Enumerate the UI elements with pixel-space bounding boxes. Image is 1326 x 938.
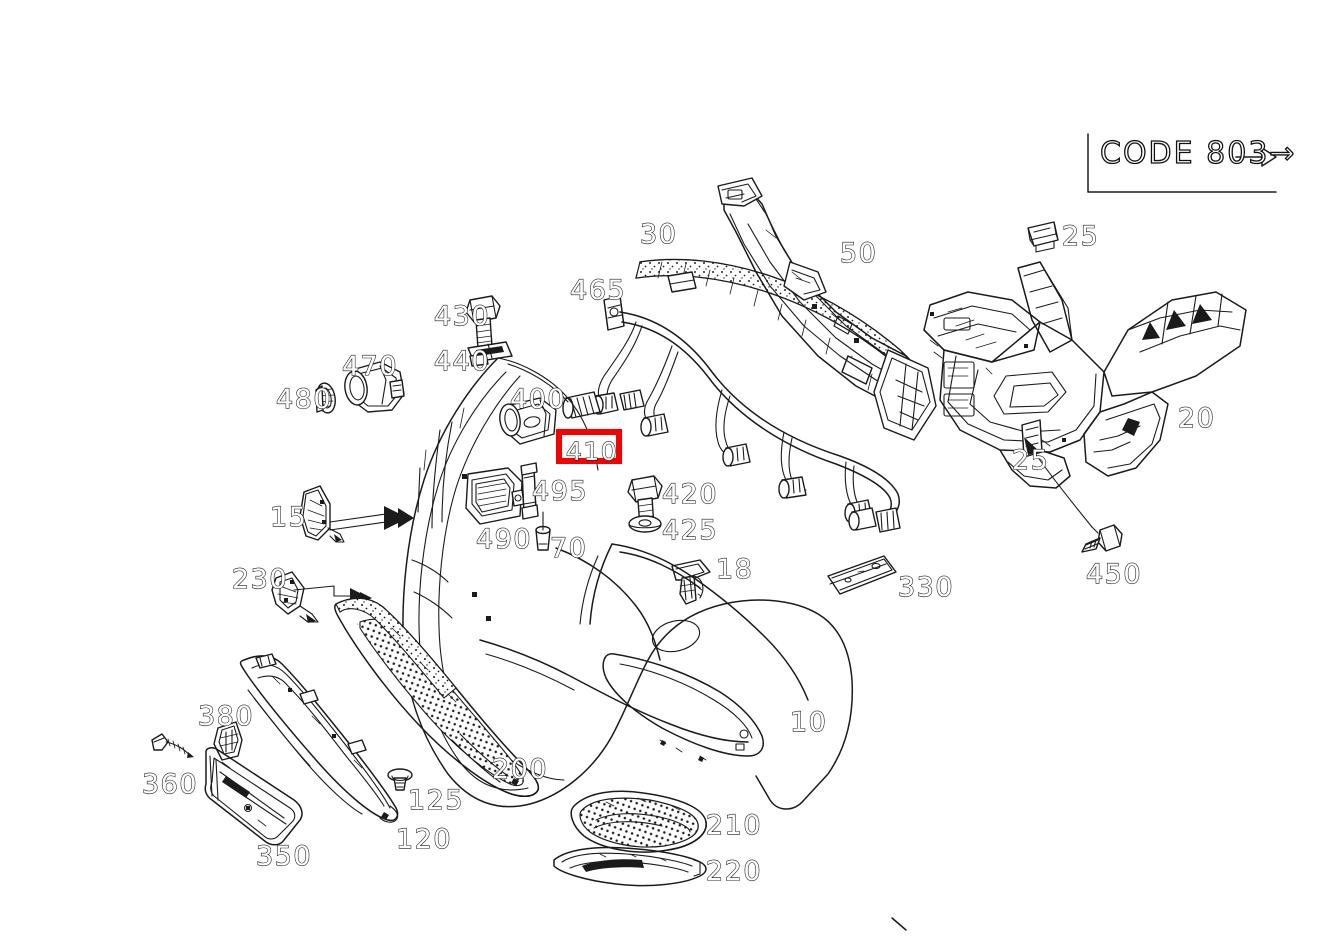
callout-label-430: 430 bbox=[433, 301, 491, 332]
harness-connectors bbox=[592, 392, 877, 531]
callout-label-200: 200 bbox=[491, 754, 549, 785]
callout-label-495: 495 bbox=[531, 476, 589, 507]
leader-450-to-25 bbox=[1024, 437, 1099, 534]
part-210-side-air-grille bbox=[570, 790, 707, 853]
callout-label-350: 350 bbox=[255, 841, 313, 872]
part-450-screw bbox=[1081, 524, 1123, 553]
callout-label-25-lower: 25 bbox=[1011, 445, 1050, 476]
part-480-sensor-ring bbox=[315, 382, 336, 414]
part-360-screw bbox=[151, 733, 194, 758]
callout-label-330: 330 bbox=[897, 572, 955, 603]
callout-label-125: 125 bbox=[407, 785, 465, 816]
callout-label-400: 400 bbox=[509, 384, 567, 415]
callout-label-230: 230 bbox=[231, 564, 289, 595]
callout-label-410: 410 bbox=[565, 437, 619, 466]
callout-label-20: 20 bbox=[1177, 403, 1216, 434]
part-465-harness-bracket bbox=[603, 295, 625, 331]
part-410-bracket bbox=[562, 391, 601, 419]
callout-label-440: 440 bbox=[433, 346, 491, 377]
callout-label-15: 15 bbox=[269, 502, 308, 533]
part-410-wiring-harness bbox=[592, 311, 901, 533]
part-440-clamp bbox=[467, 341, 513, 367]
part-25-clip-upper bbox=[1027, 221, 1059, 253]
callout-label-10: 10 bbox=[789, 707, 828, 738]
callout-label-465: 465 bbox=[569, 275, 627, 306]
callout-label-380: 380 bbox=[197, 701, 255, 732]
callout-label-50: 50 bbox=[839, 238, 878, 269]
callout-label-360: 360 bbox=[141, 769, 199, 800]
part-350-license-plate-holder bbox=[204, 747, 303, 846]
callout-label-480: 480 bbox=[275, 384, 333, 415]
part-200-lower-grille bbox=[334, 597, 540, 797]
part-430-bolt bbox=[465, 295, 501, 349]
part-220-side-trim bbox=[553, 846, 707, 887]
part-20-front-end-carrier bbox=[923, 261, 1247, 489]
part-70-rivet bbox=[535, 511, 551, 551]
code-803-label: CODE 803→ bbox=[1099, 135, 1297, 171]
part-330-trim-strip bbox=[827, 555, 897, 595]
part-470-parking-sensor bbox=[344, 361, 405, 413]
part-15-side-bracket bbox=[299, 485, 345, 543]
callout-label-420: 420 bbox=[661, 479, 719, 510]
part-490-control-unit bbox=[465, 467, 525, 525]
callout-label-25-upper: 25 bbox=[1061, 221, 1100, 252]
callout-label-450: 450 bbox=[1085, 559, 1143, 590]
part-380-plate-clip bbox=[213, 721, 243, 761]
part-230-grille-bracket bbox=[271, 571, 319, 623]
part-400-sensor-holder bbox=[499, 397, 557, 445]
callout-label-470: 470 bbox=[341, 351, 399, 382]
code-803-banner: CODE 803→ bbox=[1086, 132, 1295, 194]
part-120-lower-spoiler bbox=[239, 653, 399, 823]
part-50-impact-beam bbox=[717, 177, 937, 441]
callout-label-425: 425 bbox=[661, 515, 719, 546]
part-495-spacer bbox=[520, 462, 539, 520]
part-125-rivet bbox=[387, 768, 413, 791]
callout-label-18: 18 bbox=[715, 554, 754, 585]
callout-label-70: 70 bbox=[549, 533, 588, 564]
callout-label-220: 220 bbox=[705, 856, 763, 887]
code-banner-bracket bbox=[1087, 133, 1277, 193]
callout-label-30: 30 bbox=[639, 219, 678, 250]
callout-label-490: 490 bbox=[475, 524, 533, 555]
callout-label-120: 120 bbox=[395, 824, 453, 855]
leader-15-to-bumper bbox=[329, 506, 414, 531]
callout-label-210: 210 bbox=[705, 810, 763, 841]
highlight-box-410[interactable]: 410 bbox=[556, 429, 622, 466]
part-425-washer bbox=[628, 515, 662, 533]
